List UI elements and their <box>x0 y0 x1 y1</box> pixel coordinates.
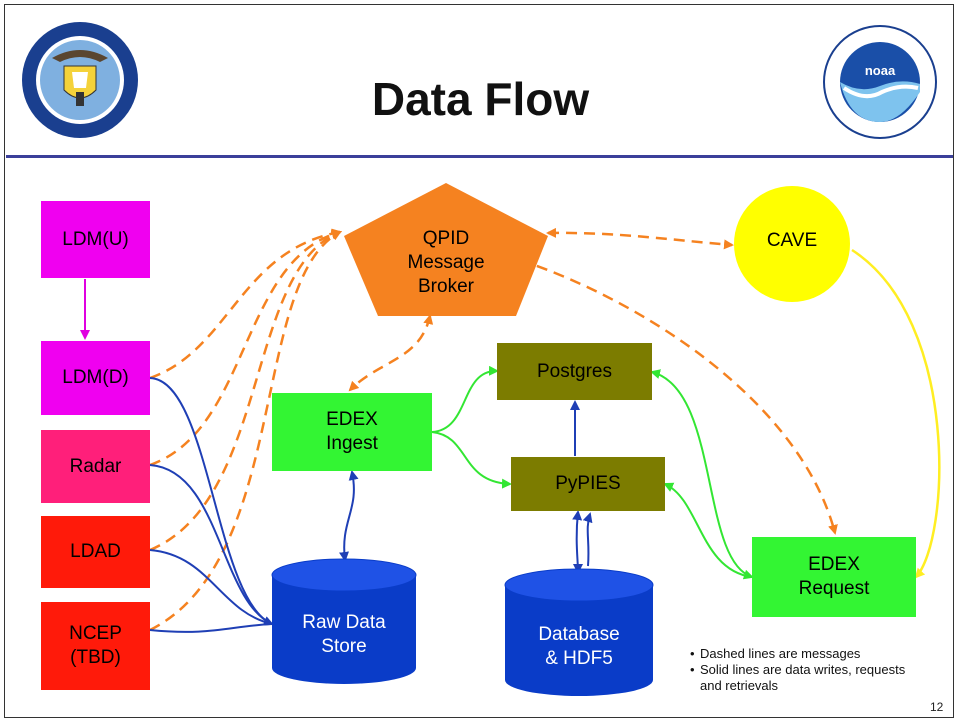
qpid-edex-ingest-message <box>348 314 434 392</box>
pypies-label: PyPIES <box>555 473 621 494</box>
postgres-node: Postgres <box>497 343 652 400</box>
ldm-u-node: LDM(U) <box>41 201 150 278</box>
cave-label: CAVE <box>766 230 818 251</box>
raw-data-store-label: Raw Data Store <box>302 612 386 657</box>
edex-request-node: EDEX Request <box>752 537 916 617</box>
raw-data-store-shape <box>271 558 417 684</box>
title-divider <box>6 155 953 158</box>
legend-item-dashed: Dashed lines are messages <box>690 646 918 662</box>
qpid-edex-request-message <box>518 257 838 535</box>
radar-label: Radar <box>69 455 122 477</box>
pypies-database-data <box>572 510 583 574</box>
postgres-edex-request-data <box>650 369 754 580</box>
ldm-d-node: LDM(D) <box>41 341 150 415</box>
slide-frame <box>4 4 954 718</box>
legend-note: Dashed lines are messages Solid lines ar… <box>678 646 918 694</box>
radar-to-raw-store-data <box>149 464 273 625</box>
qpid-broker-node: QPID Message Broker <box>380 215 512 311</box>
noaa-logo-icon: noaa <box>823 25 937 139</box>
database-to-pypies-data <box>582 512 593 567</box>
ldm-u-label: LDM(U) <box>62 228 129 250</box>
qpid-broker-label: QPID Message Broker <box>407 228 485 297</box>
radar-node: Radar <box>41 430 150 503</box>
edex-ingest-to-pypies-data <box>431 431 512 489</box>
edex-ingest-raw-store-data <box>339 470 359 562</box>
cave-shape <box>734 186 850 302</box>
database-node: Database & HDF5 <box>505 612 653 682</box>
ldm-d-label: LDM(D) <box>62 367 129 388</box>
ldad-to-qpid-message <box>149 230 342 552</box>
qpid-broker-shape <box>344 183 548 316</box>
radar-to-qpid-message <box>149 229 342 467</box>
qpid-cave-message <box>546 227 734 250</box>
commerce-seal-icon <box>22 22 138 138</box>
edex-ingest-node: EDEX Ingest <box>272 393 432 471</box>
database-label: Database & HDF5 <box>538 624 620 669</box>
edex-ingest-label: EDEX Ingest <box>326 409 378 454</box>
ldm-d-to-raw-store-data <box>149 377 274 626</box>
noaa-logo-text: noaa <box>865 63 896 78</box>
raw-data-store-node: Raw Data Store <box>272 600 416 670</box>
cave-to-edex-request-line <box>851 248 941 579</box>
ldad-node: LDAD <box>41 516 150 588</box>
legend-item-solid: Solid lines are data writes, requests an… <box>690 662 918 694</box>
edex-ingest-to-postgres-data <box>431 365 499 433</box>
postgres-label: Postgres <box>537 360 612 382</box>
cave-node: CAVE <box>745 226 839 256</box>
edex-request-label: EDEX Request <box>798 554 870 599</box>
ldad-to-raw-store-data <box>149 549 273 625</box>
ldad-label: LDAD <box>70 541 121 562</box>
pypies-node: PyPIES <box>511 457 665 511</box>
ncep-to-raw-store-data <box>149 623 273 633</box>
page-number: 12 <box>930 700 944 714</box>
ncep-to-qpid-message <box>149 230 342 632</box>
slide-title: Data Flow <box>371 73 590 125</box>
ncep-label: NCEP (TBD) <box>69 623 122 668</box>
database-shape <box>504 568 654 696</box>
pypies-edex-request-data <box>663 482 753 578</box>
ldm-d-to-qpid-message <box>149 228 342 380</box>
ncep-node: NCEP (TBD) <box>41 602 150 690</box>
